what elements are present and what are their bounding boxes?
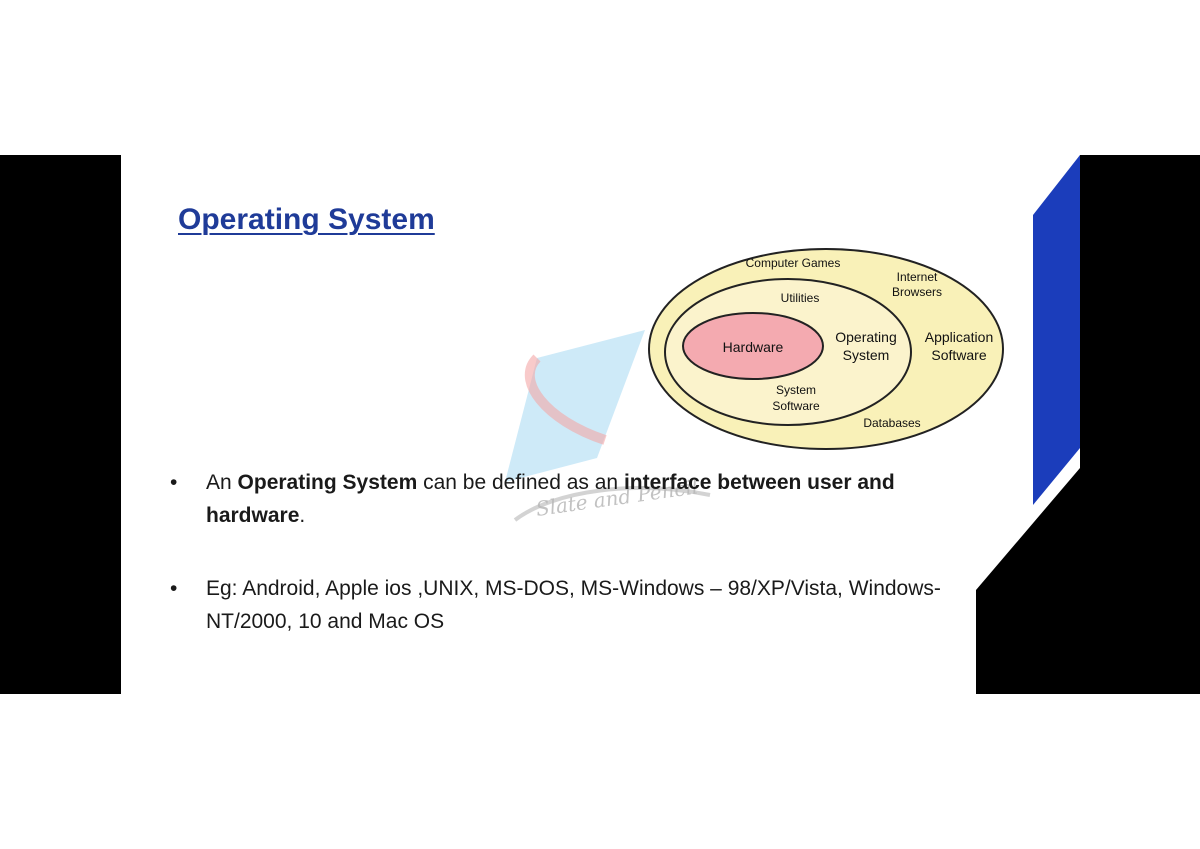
- internet-label: Internet: [897, 270, 938, 284]
- bullet-marker: •: [170, 577, 178, 600]
- bullet-marker: •: [170, 471, 178, 494]
- definition-segment-bold: Operating System: [237, 471, 418, 494]
- watermark-pencil-icon: [505, 330, 645, 482]
- definition-segment: .: [299, 504, 306, 527]
- bullet-text-examples: Eg: Android, Apple ios ,UNIX, MS-DOS, MS…: [206, 577, 941, 633]
- definition-segment-bold: interface between user and hardware: [206, 471, 895, 527]
- os-layers-diagram: Hardware Utilities Operating System Syst…: [648, 248, 1004, 450]
- software-label: Software: [931, 347, 986, 363]
- application-label: Application: [925, 329, 994, 345]
- bullet-text-definition: An Operating System can be defined as an…: [206, 471, 895, 527]
- black-wedge: [976, 468, 1080, 694]
- computer-games-label: Computer Games: [746, 256, 841, 270]
- operating-label: Operating: [835, 329, 896, 345]
- slide-title: Operating System: [178, 203, 435, 236]
- databases-label: Databases: [863, 416, 920, 430]
- system-label: System: [843, 347, 890, 363]
- hardware-core-ellipse: [682, 312, 824, 380]
- definition-segment: can be defined as an: [417, 471, 624, 494]
- hardware-label: Hardware: [723, 339, 784, 355]
- blue-stripe: [1033, 155, 1080, 505]
- system-software-label-line1: System: [776, 383, 816, 397]
- watermark-swoosh-icon-2: [513, 486, 711, 522]
- bullet-list: • An Operating System can be defined as …: [168, 466, 988, 638]
- system-software-label-line2: Software: [772, 399, 820, 413]
- right-letterbox-bar: [1080, 155, 1200, 694]
- slate-and-pencil-watermark: Slate and Pencil: [505, 330, 711, 522]
- watermark-swoosh-icon: [524, 354, 607, 445]
- left-letterbox-bar: [0, 155, 121, 694]
- utilities-label: Utilities: [781, 291, 820, 305]
- bullet-item-definition: • An Operating System can be defined as …: [168, 466, 988, 532]
- bullet-item-examples: • Eg: Android, Apple ios ,UNIX, MS-DOS, …: [168, 572, 988, 638]
- definition-segment: An: [206, 471, 238, 494]
- browsers-label: Browsers: [892, 285, 942, 299]
